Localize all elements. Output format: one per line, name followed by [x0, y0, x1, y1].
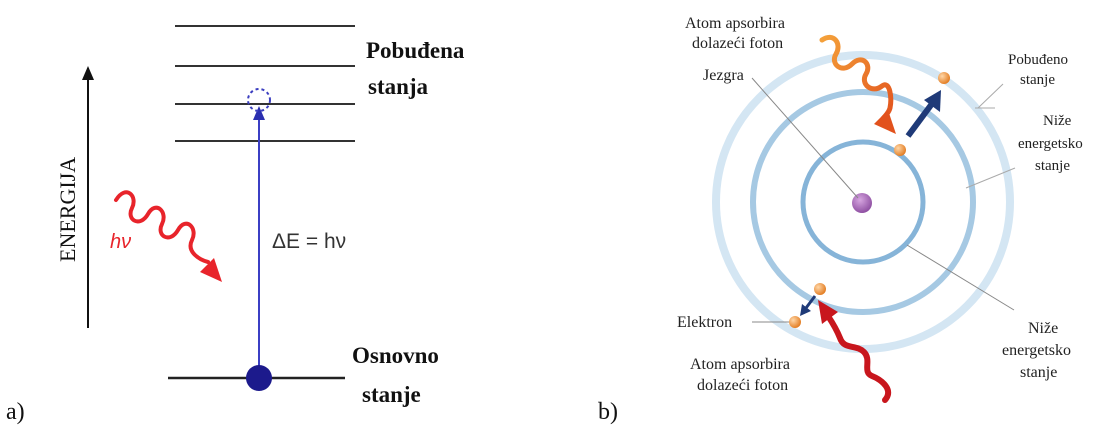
bottom-jump-arrow: [804, 295, 817, 309]
energy-axis-label: ENERGIJA: [55, 157, 80, 262]
panel-a: ENERGIJA hν ΔE = hν Pobuđena stanja Osno…: [6, 25, 465, 425]
electron-label: Elektron: [677, 314, 732, 331]
transition-arrowhead: [253, 106, 265, 120]
transition-energy-label: ΔE = hν: [272, 230, 346, 253]
top-jump-arrow: [905, 99, 937, 138]
lower-state-top-label-line2: energetsko: [1018, 136, 1083, 152]
energy-axis-arrowhead: [82, 66, 94, 80]
middle-electron-bottom: [814, 283, 826, 295]
incoming-photon-arrowhead: [200, 258, 222, 282]
excited-states-label-line1: Pobuđena: [366, 38, 465, 63]
lower-state-top-label-line1: Niže: [1043, 113, 1072, 129]
excited-pointer-line-2: [977, 83, 1004, 109]
inner-electron-top: [894, 144, 906, 156]
top-photon-arrowhead: [874, 110, 896, 134]
nucleus: [852, 193, 872, 213]
bottom-photon-wave: [825, 313, 892, 403]
top-photon-wave: [819, 34, 894, 127]
photon-top-label-line2: dolazeći foton: [692, 35, 783, 52]
lower-top-pointer-line: [965, 167, 1016, 189]
nucleus-label: Jezgra: [703, 67, 744, 84]
inner-orbit: [800, 139, 926, 265]
ground-state-label-line1: Osnovno: [352, 343, 439, 368]
lower-state-top-label-line3: stanje: [1035, 158, 1070, 174]
excited-state-label-line2: stanje: [1020, 72, 1055, 88]
photon-top-label-line1: Atom apsorbira: [685, 15, 785, 32]
ground-state-label-line2: stanje: [362, 382, 421, 407]
ground-electron-dot: [246, 365, 272, 391]
lower-bottom-pointer-line: [906, 244, 1015, 311]
excited-electron-top: [938, 72, 950, 84]
lower-state-bottom-label-line2: energetsko: [1002, 342, 1071, 359]
photon-hv-label: hν: [110, 231, 131, 253]
panel-b: Atom apsorbira dolazeći foton Jezgra Pob…: [598, 15, 1083, 425]
photon-bottom-label-line1: Atom apsorbira: [690, 356, 790, 373]
panel-a-tag: a): [6, 399, 25, 425]
bottom-jump-arrowhead: [800, 304, 811, 316]
excited-state-label-line1: Pobuđeno: [1008, 52, 1068, 68]
lower-state-bottom-label-line3: stanje: [1020, 364, 1057, 381]
top-jump-arrowhead: [924, 90, 941, 112]
panel-b-tag: b): [598, 399, 618, 425]
outer-electron-bottom: [789, 316, 801, 328]
excited-electron-dashed: [247, 88, 271, 112]
nucleus-pointer-line: [751, 77, 859, 199]
lower-state-bottom-label-line1: Niže: [1028, 320, 1058, 337]
middle-orbit: [750, 89, 976, 315]
photon-bottom-label-line2: dolazeći foton: [697, 377, 788, 394]
bottom-photon-arrowhead: [818, 300, 838, 324]
excited-states-label-line2: stanja: [368, 74, 429, 99]
incoming-photon-wave: [114, 190, 210, 264]
